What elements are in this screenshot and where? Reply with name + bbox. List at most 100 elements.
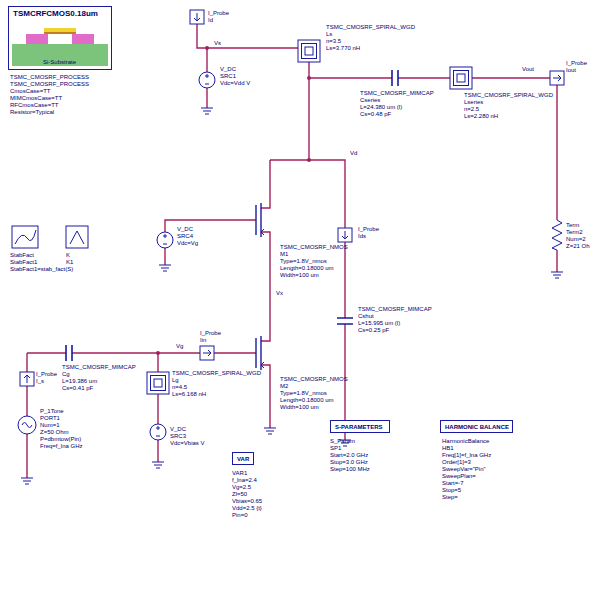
- component-label: I_Probe: [566, 60, 587, 67]
- component-label: TSMC_CMOSRF_SPIRAL_WGD: [172, 370, 261, 377]
- component-label: TSMC_CMOSRF_NMOS: [280, 376, 348, 383]
- mosfet-symbol: [256, 336, 261, 370]
- resistor-symbol: [552, 220, 562, 250]
- component-label: f_lna=2.4: [232, 477, 257, 484]
- measurement-icon: [12, 226, 88, 248]
- component-label: Vg: [176, 343, 183, 350]
- source-symbol: [156, 426, 160, 436]
- wire: [556, 85, 557, 272]
- inductor-spiral: [450, 67, 472, 89]
- component-label: Length=0.18000 um: [280, 397, 334, 404]
- current-probe: [24, 375, 30, 383]
- component-label: n=3.5: [326, 38, 341, 45]
- wire: [165, 220, 256, 265]
- source-symbol: [157, 232, 173, 248]
- current-probe: [190, 10, 204, 24]
- component-label: Iin: [200, 337, 206, 344]
- ground-symbol: [159, 265, 171, 271]
- component-label: P_1Tone: [40, 408, 64, 415]
- simulation-box: S-PARAMETERS: [330, 420, 390, 433]
- process-illustration: [44, 32, 76, 34]
- measurement-icon: [66, 226, 88, 248]
- ground-symbol: [551, 272, 563, 278]
- ground-symbol: [201, 108, 213, 114]
- component-label: Stop=3.0 GHz: [330, 459, 368, 466]
- component-label: Vx: [276, 290, 283, 297]
- wire: [27, 24, 557, 478]
- component-label: TSMC_CMOSRF_NMOS: [280, 244, 348, 251]
- component-label: I_Probe: [208, 10, 229, 17]
- component-label: VAR1: [232, 470, 247, 477]
- process-illustration: [72, 34, 94, 44]
- component-label: n=2.5: [464, 106, 479, 113]
- mosfet-symbol: [256, 203, 264, 370]
- junction-dot: [307, 76, 311, 80]
- component-label: StabFact1: [10, 259, 37, 266]
- component-label: TSMC_CMOSRF_SPIRAL_WGD: [464, 92, 553, 99]
- component-label: Cseries: [360, 97, 380, 104]
- process-illustration: [26, 34, 48, 44]
- capacitor-symbol: [392, 70, 398, 86]
- wire: [261, 160, 270, 428]
- component-label: V_DC: [177, 226, 193, 233]
- component-label: TSMC_CMOSRF_PROCESS: [10, 74, 89, 81]
- component-label: Ids: [358, 233, 366, 240]
- junction-dot: [156, 46, 311, 355]
- component-label: StabFact1=stab_fact(S): [10, 266, 73, 273]
- component-label: M1: [280, 251, 288, 258]
- component-label: I_Probe: [358, 226, 379, 233]
- source-symbol: [18, 72, 215, 440]
- component-label: Vdc=Vdd V: [220, 80, 250, 87]
- component-label: Length=0.18000 um: [280, 265, 334, 272]
- component-label: SweepVar="Pin": [442, 466, 486, 473]
- component-label: Ls=2.280 nH: [464, 113, 498, 120]
- component-label: Vg=2.5: [232, 484, 251, 491]
- measurement-icon: [12, 226, 38, 248]
- junction-dot: [205, 46, 209, 50]
- component-label: Ls=3.770 nH: [326, 45, 360, 52]
- component-label: I_Probe: [200, 330, 221, 337]
- component-label: Width=100 um: [280, 272, 319, 279]
- component-label: Type=1.8V_nmos: [280, 390, 327, 397]
- component-label: Vd: [350, 150, 357, 157]
- component-label: TSMC_CMOSRF_MIMCAP: [358, 306, 432, 313]
- component-label: Iout: [566, 67, 576, 74]
- component-label: Cs=0.25 pF: [358, 327, 389, 334]
- component-label: V_DC: [170, 426, 186, 433]
- capacitor-symbol: [66, 70, 398, 361]
- process-box: TSMCRFCMOS0.18umSi-Substrate: [8, 6, 112, 70]
- component-label: K1: [66, 259, 73, 266]
- wire: [157, 353, 158, 462]
- inductor-spiral: [305, 47, 313, 55]
- measurement-icon: [15, 230, 36, 244]
- component-label: CmosCase=TT: [10, 88, 51, 95]
- component-label: Vout: [522, 66, 534, 73]
- current-probe: [553, 75, 561, 81]
- junction-dot: [307, 158, 311, 162]
- inductor-spiral: [302, 44, 317, 59]
- component-label: Start=-7: [442, 480, 464, 487]
- component-label: Order[1]=3: [442, 459, 471, 466]
- inductor-spiral: [454, 71, 469, 86]
- component-label: TSMC_CMOSRF_SPIRAL_WGD: [326, 24, 415, 31]
- component-label: V_DC: [220, 66, 236, 73]
- resistor-symbol: [552, 220, 562, 250]
- component-label: L=24.380 um (l): [360, 104, 402, 111]
- component-label: TSMC_CMOSRF_MIMCAP: [360, 90, 434, 97]
- component-label: Vdc=Vbias V: [170, 440, 205, 447]
- component-label: Vdc=Vg: [177, 240, 198, 247]
- component-label: Vs: [214, 40, 221, 47]
- component-label: Width=100 um: [280, 404, 319, 411]
- component-label: L=19.386 um: [62, 378, 97, 385]
- mosfet-symbol: [256, 203, 261, 237]
- component-label: SRC4: [177, 233, 193, 240]
- capacitor-symbol: [337, 318, 353, 324]
- component-label: HarmonicBalance: [442, 438, 489, 445]
- component-label: Z=21 Oh: [566, 243, 590, 250]
- component-label: Lg: [172, 377, 179, 384]
- current-probe: [200, 346, 214, 360]
- simulation-box: VAR: [232, 452, 254, 465]
- component-label: HB1: [442, 445, 454, 452]
- component-label: I_Probe: [36, 371, 57, 378]
- component-label: n=4.5: [172, 384, 187, 391]
